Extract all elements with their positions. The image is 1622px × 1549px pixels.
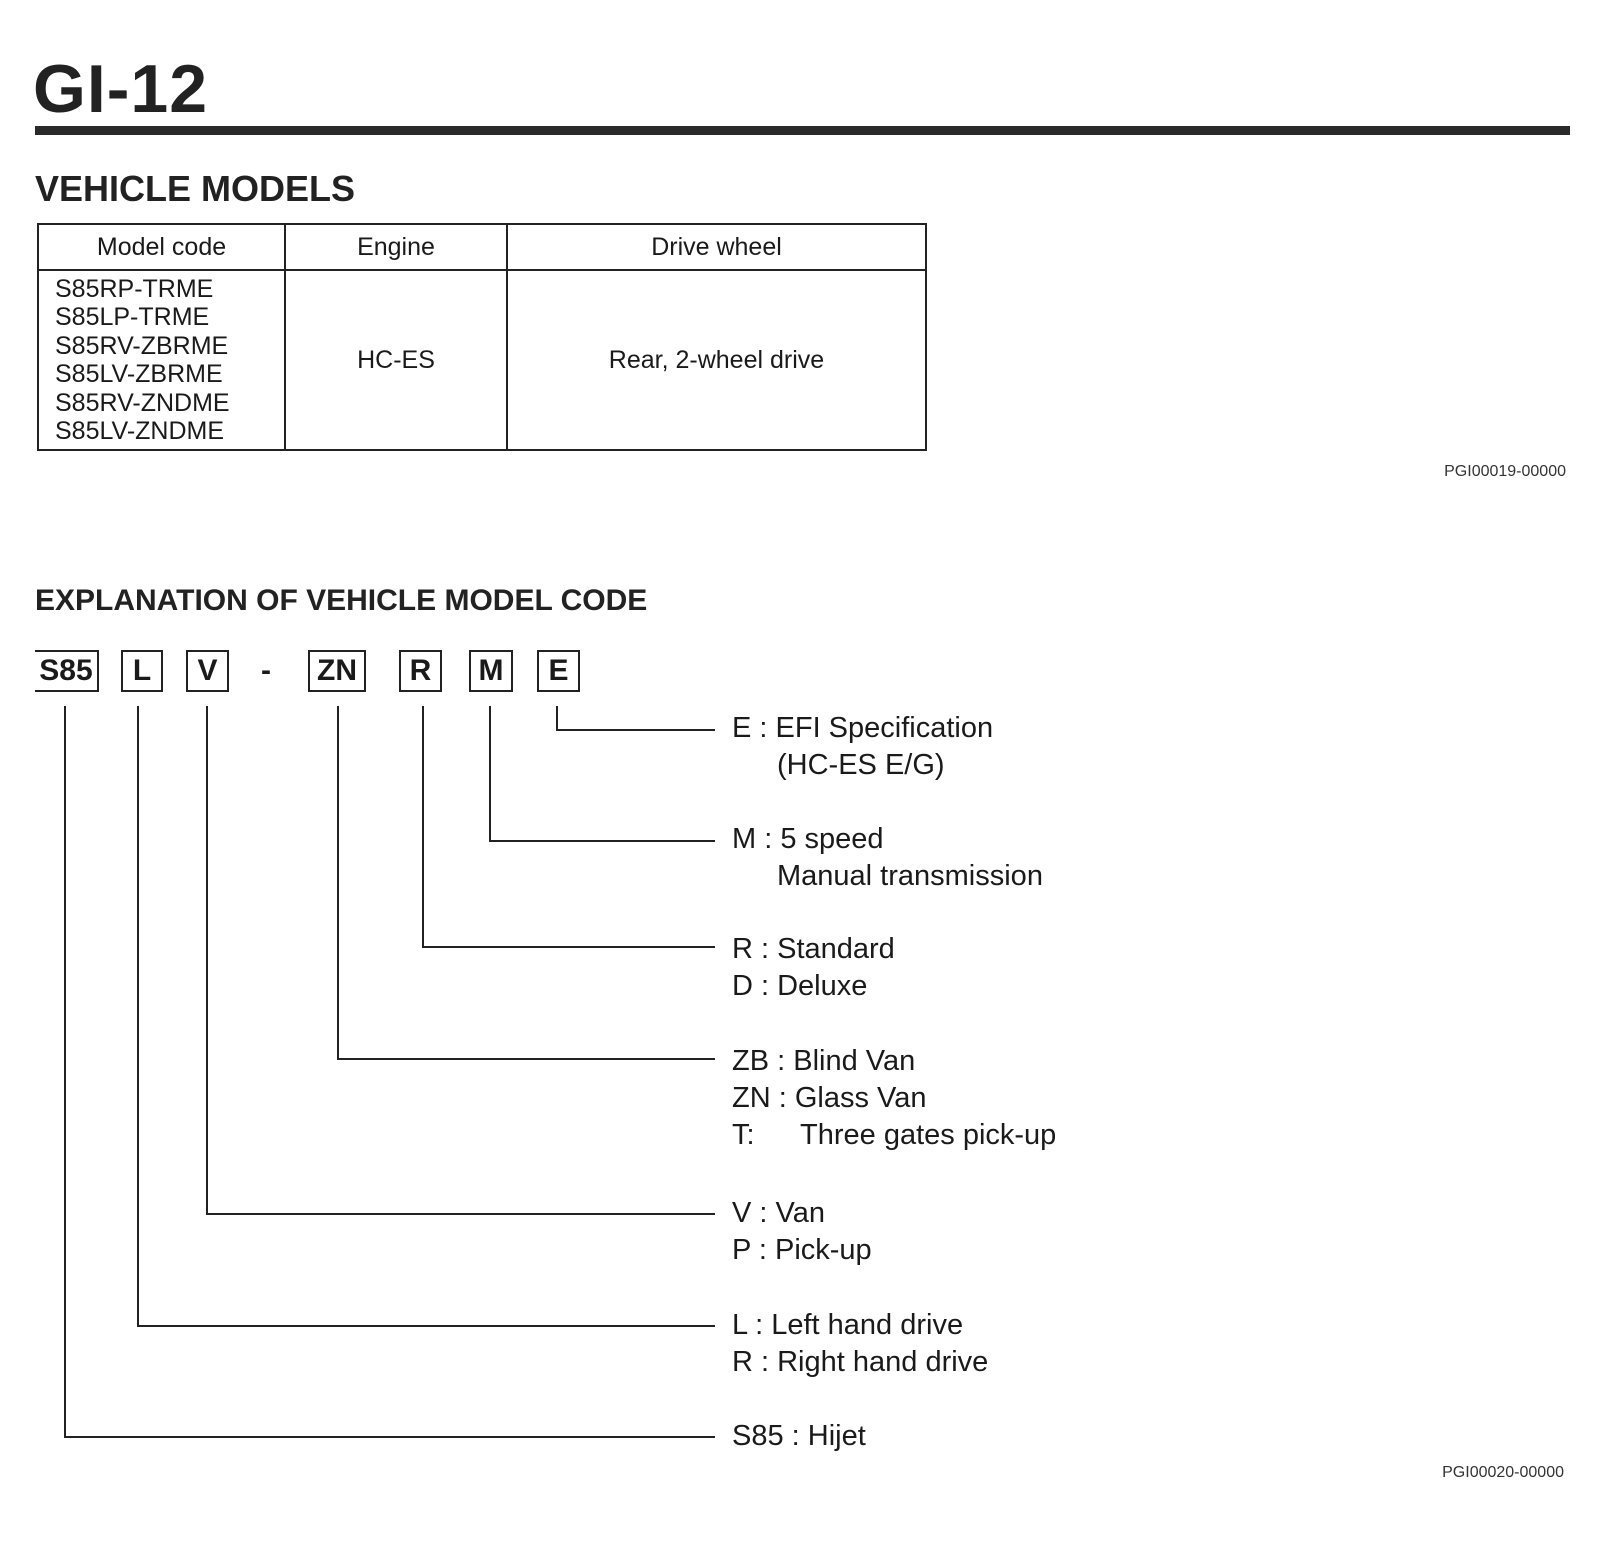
label-s85: S85 : Hijet: [732, 1418, 866, 1455]
label-line: S85 : Hijet: [732, 1420, 866, 1452]
label-key: T:: [732, 1119, 755, 1151]
code-part-m: M: [469, 650, 513, 692]
label-line: D : Deluxe: [732, 970, 868, 1002]
label-line: R : Right hand drive: [732, 1346, 989, 1378]
model-code: S85LV-ZBRME: [55, 360, 223, 388]
table-row: S85RP-TRME S85LP-TRME S85RV-ZBRME S85LV-…: [37, 269, 927, 451]
model-code-cell: S85RP-TRME S85LP-TRME S85RV-ZBRME S85LV-…: [37, 269, 286, 451]
header-model-code: Model code: [37, 223, 286, 271]
label-zn: ZB : Blind Van ZN : Glass Van T: Three ga…: [732, 1043, 1056, 1154]
label-line: ZN : Glass Van: [732, 1082, 927, 1114]
code-part-e: E: [537, 650, 580, 692]
label-line: (HC-ES E/G): [777, 749, 945, 781]
label-e: E : EFI Specification (HC-ES E/G): [732, 710, 993, 784]
header-engine: Engine: [284, 223, 508, 271]
vehicle-models-heading: VEHICLE MODELS: [35, 168, 356, 209]
label-line: M : 5 speed: [732, 823, 884, 855]
label-line: ZB : Blind Van: [732, 1045, 916, 1077]
reference-code: PGI00019-00000: [1444, 463, 1566, 480]
vehicle-models-table: Model code Engine Drive wheel S85RP-TRME…: [37, 223, 927, 451]
table-header-row: Model code Engine Drive wheel: [37, 223, 927, 271]
model-code: S85LP-TRME: [55, 303, 210, 331]
label-line: R : Standard: [732, 933, 895, 965]
label-value: Three gates pick-up: [800, 1119, 1057, 1151]
leader-zn: [337, 706, 715, 1060]
label-line: E : EFI Specification: [732, 712, 994, 744]
leader-s85: [64, 706, 715, 1438]
label-line: T: Three gates pick-up: [732, 1117, 1056, 1154]
code-part-zn: ZN: [308, 650, 366, 692]
model-code: S85RP-TRME: [55, 274, 214, 303]
code-dash: -: [261, 654, 271, 687]
reference-code: PGI00020-00000: [1442, 1464, 1564, 1481]
model-code: S85RV-ZNDME: [55, 388, 230, 417]
code-part-v: V: [186, 650, 229, 692]
header-rule: [35, 126, 1570, 135]
model-code: S85RV-ZBRME: [55, 331, 229, 360]
label-r: R : Standard D : Deluxe: [732, 931, 895, 1005]
leader-r: [422, 706, 715, 948]
label-m: M : 5 speed Manual transmission: [732, 821, 1043, 895]
leader-e: [556, 706, 715, 731]
label-l: L : Left hand drive R : Right hand drive: [732, 1307, 988, 1381]
drive-wheel-cell: Rear, 2-wheel drive: [506, 269, 927, 451]
label-v: V : Van P : Pick-up: [732, 1195, 872, 1269]
label-line: Manual transmission: [777, 860, 1043, 892]
explanation-heading: EXPLANATION OF VEHICLE MODEL CODE: [35, 584, 648, 617]
label-line: L : Left hand drive: [732, 1309, 964, 1341]
header-drive-wheel: Drive wheel: [506, 223, 927, 271]
leader-l: [137, 706, 715, 1327]
code-part-s85: S85: [35, 650, 99, 692]
page-number: GI-12: [33, 51, 209, 127]
leader-v: [206, 706, 715, 1215]
code-part-r: R: [399, 650, 442, 692]
engine-cell: HC-ES: [284, 269, 508, 451]
model-code: S85LV-ZNDME: [55, 417, 225, 445]
code-part-l: L: [121, 650, 163, 692]
leader-m: [489, 706, 715, 842]
label-line: V : Van: [732, 1197, 825, 1229]
label-line: P : Pick-up: [732, 1234, 872, 1266]
